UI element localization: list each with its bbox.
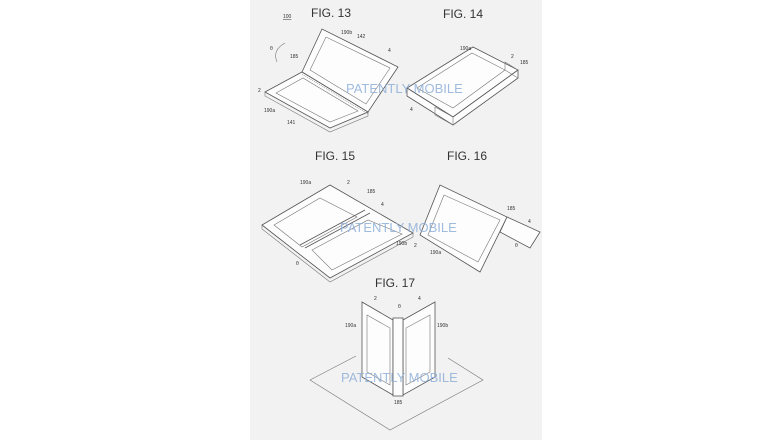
label: θ [270, 46, 273, 52]
label: 185 [290, 54, 299, 60]
label: 190a [300, 180, 311, 186]
label: 4 [418, 296, 421, 302]
label: 4 [410, 107, 413, 113]
lower-display [275, 77, 359, 123]
label: 141 [287, 120, 296, 126]
label: 2 [258, 88, 261, 94]
fig-13: FIG. 13 100 190b 142 4 θ 185 2 190a 141 [258, 6, 399, 133]
fig-14-title: FIG. 14 [443, 7, 483, 21]
fig-14: FIG. 14 190a 2 185 4 [406, 7, 529, 126]
label: 185 [520, 60, 529, 66]
label: 190a [345, 323, 356, 329]
upper-display [309, 36, 391, 105]
label: 185 [507, 206, 516, 212]
fig-16-title: FIG. 16 [447, 149, 487, 163]
label: 2 [347, 180, 350, 186]
fig-13-ref: 100 [283, 14, 292, 20]
label: 185 [367, 189, 376, 195]
label: θ [296, 261, 299, 267]
fig-15: FIG. 15 190a 2 185 4 190b θ [261, 149, 414, 283]
label: 190b [396, 241, 407, 247]
label: 190a [430, 250, 441, 256]
fig-13-title: FIG. 13 [311, 6, 351, 20]
label: 4 [388, 48, 391, 54]
watermark: PATENTLY MOBILE [341, 370, 458, 385]
fig-17-title: FIG. 17 [375, 276, 415, 290]
fig-17: FIG. 17 2 θ 4 190a 190b 185 [309, 276, 484, 431]
rotation-arrow-icon [275, 42, 286, 63]
label: 4 [528, 219, 531, 225]
label: 2 [374, 296, 377, 302]
label: 190a [460, 46, 471, 52]
tent-panel [419, 184, 508, 273]
label: 190b [437, 323, 448, 329]
fig-16: FIG. 16 185 4 θ 2 190a [414, 149, 541, 273]
label: θ [515, 243, 518, 249]
label: 2 [511, 54, 514, 60]
label: 2 [414, 243, 417, 249]
label: θ [398, 304, 401, 310]
hinge [392, 317, 404, 397]
tent-leg [499, 216, 541, 249]
label: 190b [341, 30, 352, 36]
label: 4 [381, 202, 384, 208]
label: 190a [264, 108, 275, 114]
watermark: PATENTLY MOBILE [340, 220, 457, 235]
watermark: PATENTLY MOBILE [346, 81, 463, 96]
fig-15-title: FIG. 15 [315, 149, 355, 163]
label: 185 [394, 400, 403, 406]
label: 142 [357, 34, 366, 40]
floor-plane [309, 355, 484, 431]
